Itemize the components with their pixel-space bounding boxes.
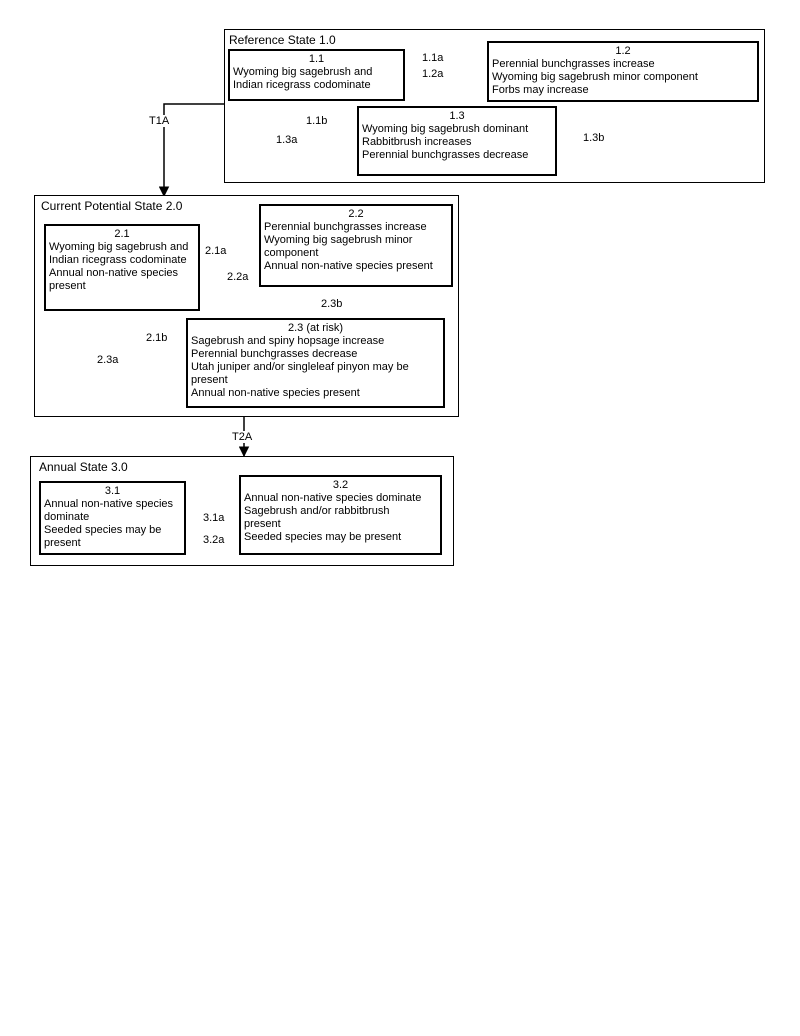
transition-label-1-2a: 1.2a (421, 68, 445, 80)
phase-2-1-line: present (49, 280, 86, 292)
transition-label-2-3b: 2.3b (320, 298, 344, 310)
phase-2-3-line: present (191, 374, 228, 386)
phase-2-1-line: Wyoming big sagebrush and (49, 241, 189, 253)
phase-1-3: 1.3 Wyoming big sagebrush dominant Rabbi… (357, 106, 557, 176)
phase-1-1: 1.1 Wyoming big sagebrush and Indian ric… (228, 49, 405, 101)
phase-1-2-line: Wyoming big sagebrush minor component (492, 71, 698, 83)
phase-3-2-line: Annual non-native species dominate (244, 492, 422, 504)
phase-2-3-line: Annual non-native species present (191, 387, 360, 399)
transition-label-1-1b: 1.1b (305, 115, 329, 127)
phase-2-3-line: Utah juniper and/or singleleaf pinyon ma… (191, 361, 409, 373)
reference-state-title: Reference State 1.0 (229, 33, 336, 47)
transition-label-1-3b: 1.3b (582, 132, 606, 144)
phase-1-3-id: 1.3 (449, 110, 465, 122)
transition-label-t1a: T1A (148, 115, 171, 127)
phase-3-2-line: Seeded species may be present (244, 531, 402, 543)
phase-1-2-id: 1.2 (615, 45, 631, 57)
phase-2-2-line: Annual non-native species present (264, 260, 433, 272)
phase-1-1-id: 1.1 (308, 53, 325, 65)
current-state-title: Current Potential State 2.0 (41, 199, 183, 213)
phase-2-1: 2.1 Wyoming big sagebrush and Indian ric… (44, 224, 200, 311)
phase-1-1-line: Wyoming big sagebrush and (233, 66, 373, 78)
transition-label-1-1a: 1.1a (421, 52, 445, 64)
phase-1-2-line: Forbs may increase (492, 84, 589, 96)
phase-3-2-id: 3.2 (332, 479, 349, 491)
phase-3-1-line: present (44, 537, 81, 549)
phase-3-1-line: Seeded species may be (44, 524, 162, 536)
transition-label-t2a: T2A (231, 431, 254, 443)
phase-1-3-line: Perennial bunchgrasses decrease (362, 149, 529, 161)
phase-2-3-id: 2.3 (at risk) (287, 322, 343, 334)
phase-1-3-line: Wyoming big sagebrush dominant (362, 123, 529, 135)
phase-2-3-line: Sagebrush and spiny hopsage increase (191, 335, 385, 347)
transition-label-2-2a: 2.2a (226, 271, 250, 283)
transition-label-2-3a: 2.3a (96, 354, 120, 366)
phase-2-1-id: 2.1 (114, 228, 130, 240)
phase-1-3-line: Rabbitbrush increases (362, 136, 472, 148)
phase-3-1: 3.1 Annual non-native species dominate S… (39, 481, 186, 555)
transition-label-3-2a: 3.2a (202, 534, 226, 546)
t1a-connector (158, 103, 224, 198)
phase-3-1-line: dominate (44, 511, 90, 523)
phase-3-2-line: present (244, 518, 281, 530)
transition-label-3-1a: 3.1a (202, 512, 226, 524)
transition-label-2-1b: 2.1b (145, 332, 169, 344)
transition-label-2-1a: 2.1a (204, 245, 228, 257)
phase-3-2-line: Sagebrush and/or rabbitbrush (244, 505, 390, 517)
phase-2-3-line: Perennial bunchgrasses decrease (191, 348, 358, 360)
phase-3-1-id: 3.1 (104, 485, 121, 497)
phase-2-2: 2.2 Perennial bunchgrasses increase Wyom… (259, 204, 453, 287)
phase-2-2-line: Perennial bunchgrasses increase (264, 221, 427, 233)
phase-1-1-line: Indian ricegrass codominate (233, 79, 371, 91)
annual-state-title: Annual State 3.0 (39, 460, 128, 474)
phase-2-2-line: Wyoming big sagebrush minor (264, 234, 413, 246)
phase-1-2: 1.2 Perennial bunchgrasses increase Wyom… (487, 41, 759, 102)
phase-2-2-line: component (264, 247, 319, 259)
phase-2-1-line: Annual non-native species (49, 267, 179, 279)
phase-2-2-id: 2.2 (348, 208, 364, 220)
phase-1-2-line: Perennial bunchgrasses increase (492, 58, 655, 70)
phase-3-1-line: Annual non-native species (44, 498, 174, 510)
phase-2-1-line: Indian ricegrass codominate (49, 254, 187, 266)
phase-2-3: 2.3 (at risk) Sagebrush and spiny hopsag… (186, 318, 445, 408)
transition-label-1-3a: 1.3a (275, 134, 299, 146)
phase-3-2: 3.2 Annual non-native species dominate S… (239, 475, 442, 555)
